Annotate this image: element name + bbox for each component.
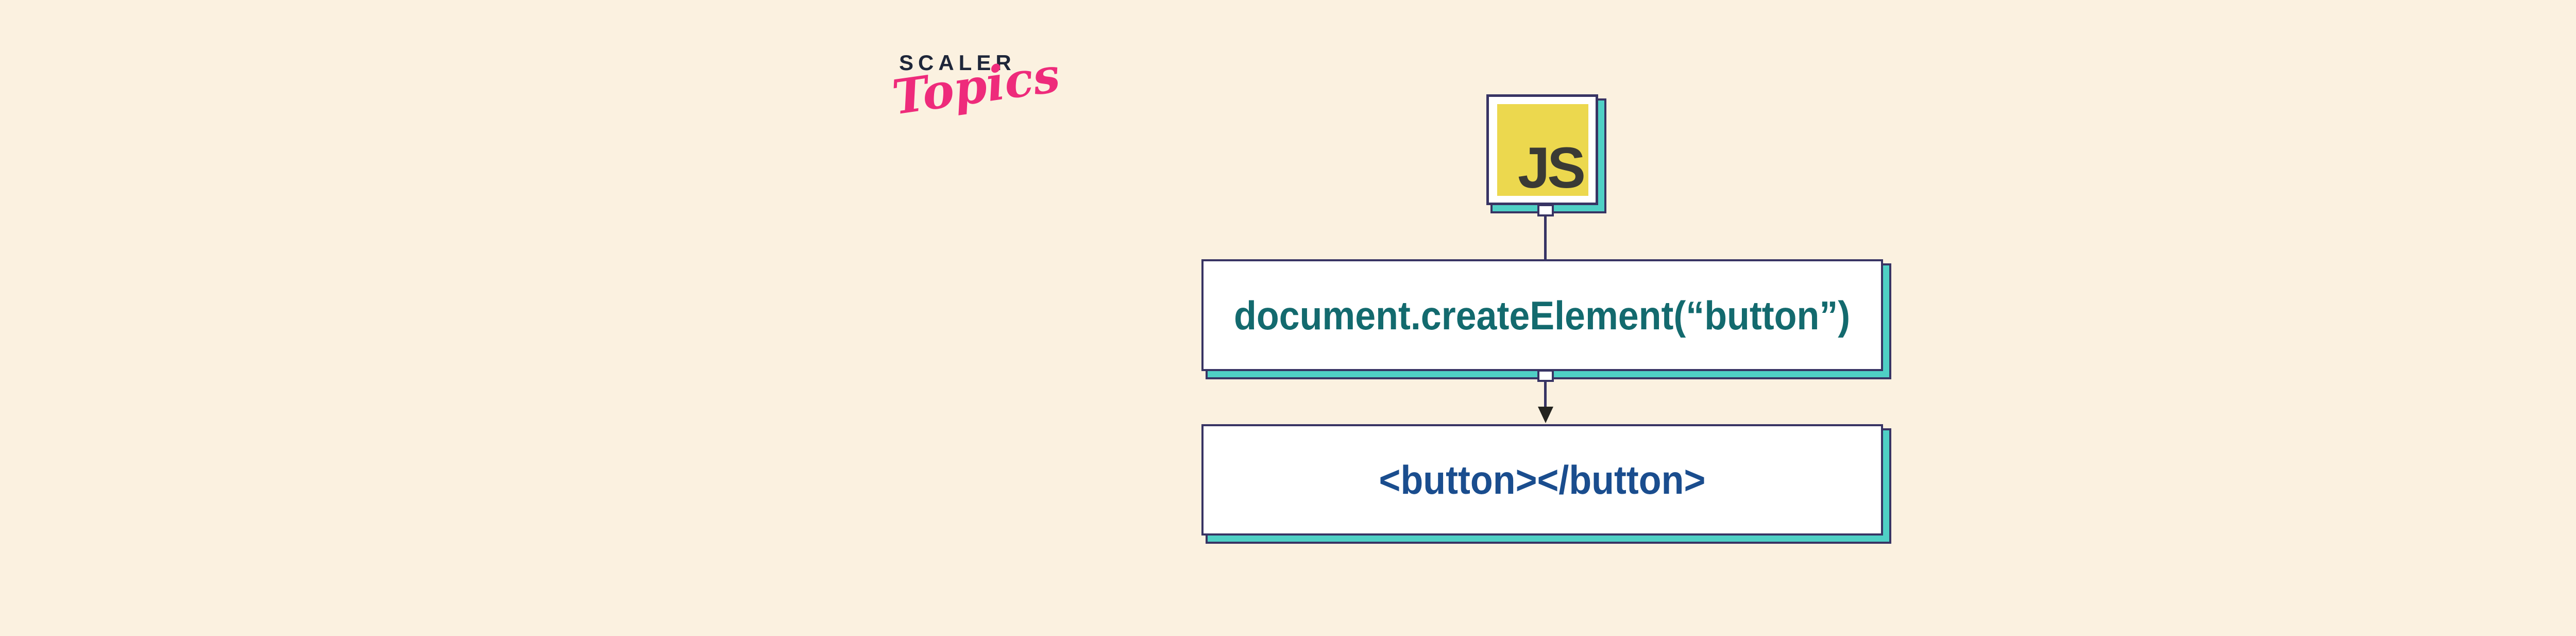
js-badge-card: JS xyxy=(1486,94,1598,205)
button-element-code: <button></button> xyxy=(1379,457,1706,503)
connector-line-middle xyxy=(1544,381,1547,408)
connector-square-middle xyxy=(1537,370,1554,382)
connector-square-top xyxy=(1537,204,1554,216)
logo-brand-text: SCALER xyxy=(899,51,1016,75)
js-logo-icon: JS xyxy=(1497,104,1588,200)
button-element-box: <button></button> xyxy=(1201,424,1883,535)
scaler-topics-logo: SCALER Topics xyxy=(889,47,1063,125)
create-element-code: document.createElement(“button”) xyxy=(1234,292,1851,338)
create-element-box-inner: document.createElement(“button”) xyxy=(1204,261,1881,369)
button-element-box-inner: <button></button> xyxy=(1204,426,1881,533)
arrow-down-icon xyxy=(1538,407,1553,423)
create-element-box: document.createElement(“button”) xyxy=(1201,259,1883,371)
js-logo-label: JS xyxy=(1518,136,1586,200)
connector-line-top xyxy=(1544,216,1547,260)
